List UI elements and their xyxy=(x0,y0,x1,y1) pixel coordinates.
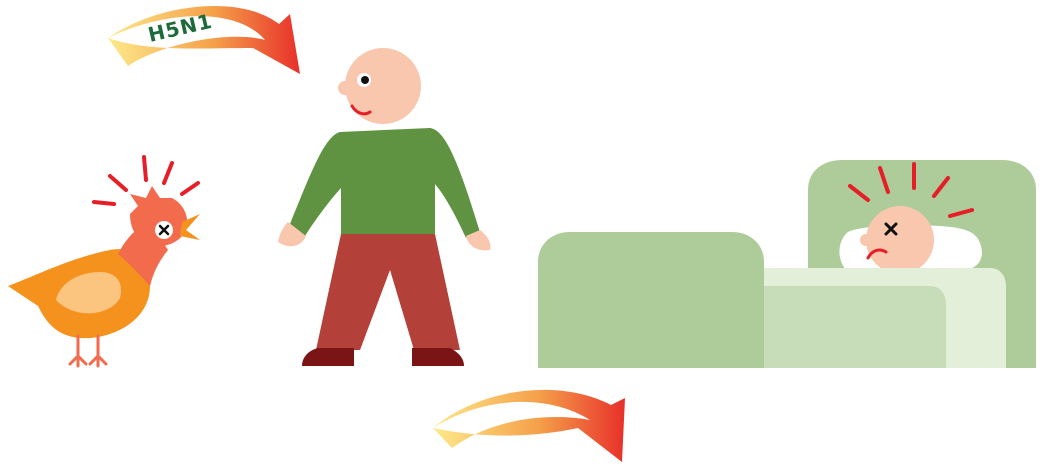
patient-head xyxy=(866,206,934,274)
person-pupil xyxy=(361,76,369,84)
sick-bird xyxy=(8,157,200,366)
person-left-shoe xyxy=(302,348,354,366)
bird-head xyxy=(130,186,187,246)
patient-nose xyxy=(860,234,872,246)
arrow-bottom-shape xyxy=(433,390,625,462)
person-nose xyxy=(338,81,352,95)
transmission-arrow-bottom xyxy=(433,390,625,462)
blanket-side xyxy=(760,286,946,368)
transmission-arrow-top: H5N1 xyxy=(108,6,300,74)
hospital-bed xyxy=(538,160,1036,368)
person-pants xyxy=(316,234,460,350)
person-right-shoe xyxy=(412,348,464,366)
bed-footboard xyxy=(538,232,764,368)
healthy-person xyxy=(278,48,491,366)
bird-distress-lines xyxy=(94,157,198,204)
person-shirt xyxy=(290,128,480,238)
bird-legs xyxy=(70,336,106,366)
